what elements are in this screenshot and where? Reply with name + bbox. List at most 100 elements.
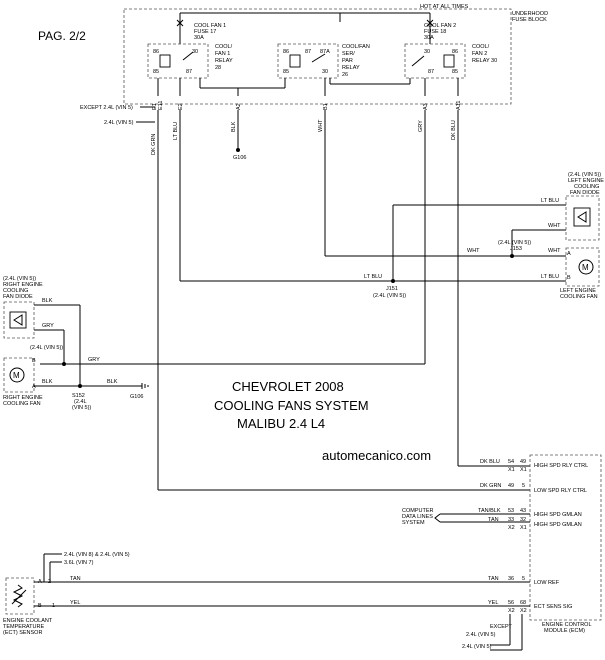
- svg-text:(2.4L: (2.4L: [74, 399, 87, 405]
- svg-text:GRY: GRY: [42, 323, 54, 329]
- note-vin5: 2.4L (VIN 5): [104, 120, 134, 126]
- svg-text:A11: A11: [456, 101, 462, 110]
- svg-text:ECT SENS SIG: ECT SENS SIG: [534, 604, 572, 610]
- svg-text:87: 87: [305, 49, 311, 55]
- fuse-block-name-2: FUSE BLOCK: [512, 17, 547, 23]
- title-line-1: CHEVROLET 2008: [232, 379, 344, 394]
- right-engine-cooling-fan: M B A RIGHT ENGINE COOLING FAN: [3, 357, 43, 407]
- svg-text:DK BLU: DK BLU: [480, 459, 500, 465]
- svg-text:BLK: BLK: [42, 298, 53, 304]
- right-engine-cooling-fan-diode: (2.4L (VIN 5)) RIGHT ENGINE COOLING FAN …: [3, 276, 43, 339]
- svg-text:LOW SPD RLY CTRL: LOW SPD RLY CTRL: [534, 488, 587, 494]
- svg-text:(2.4L (VIN 5)): (2.4L (VIN 5)): [3, 276, 36, 282]
- svg-text:LT BLU: LT BLU: [173, 122, 179, 140]
- svg-text:LT BLU: LT BLU: [364, 274, 382, 280]
- svg-text:26: 26: [342, 72, 348, 78]
- svg-text:RIGHT ENGINE: RIGHT ENGINE: [3, 282, 43, 288]
- svg-text:86: 86: [153, 49, 159, 55]
- svg-text:S152: S152: [72, 393, 85, 399]
- svg-text:LEFT ENGINE: LEFT ENGINE: [560, 288, 596, 294]
- svg-text:B: B: [567, 275, 571, 281]
- svg-text:TAN: TAN: [70, 576, 81, 582]
- right-fan-motor-icon: [9, 367, 25, 383]
- ground-symbol: [141, 383, 149, 389]
- svg-text:BLK: BLK: [42, 379, 53, 385]
- svg-text:2.4L (VIN 5): 2.4L (VIN 5): [462, 644, 492, 650]
- svg-text:BLK: BLK: [231, 121, 237, 132]
- left-engine-cooling-fan-diode: (2.4L (VIN 5)) LEFT ENGINE COOLING FAN D…: [565, 172, 604, 241]
- svg-text:49: 49: [508, 483, 514, 489]
- svg-text:87: 87: [186, 69, 192, 75]
- svg-text:WHT: WHT: [548, 223, 561, 229]
- svg-text:33: 33: [508, 517, 514, 523]
- fuse2-symbol: [426, 19, 434, 27]
- svg-text:COOL/: COOL/: [215, 44, 233, 50]
- svg-text:GRY: GRY: [88, 357, 100, 363]
- svg-text:(2.4L (VIN 5)): (2.4L (VIN 5)): [30, 345, 63, 351]
- right-diode-symbol: [13, 314, 23, 326]
- fuse-block-outline: [123, 8, 512, 105]
- relay3-switch: [411, 55, 425, 67]
- svg-text:3.6L (VIN 7): 3.6L (VIN 7): [64, 560, 94, 566]
- svg-text:RIGHT ENGINE: RIGHT ENGINE: [3, 395, 43, 401]
- svg-text:BLK: BLK: [107, 379, 118, 385]
- j151-label: J151: [386, 286, 398, 292]
- svg-text:5: 5: [522, 483, 525, 489]
- left-engine-cooling-fan: M A B LEFT ENGINE COOLING FAN: [560, 247, 600, 300]
- svg-text:HIGH SPD GMLAN: HIGH SPD GMLAN: [534, 512, 582, 518]
- svg-text:32: 32: [520, 517, 526, 523]
- svg-text:X1: X1: [520, 525, 527, 531]
- splice-s152: [78, 384, 82, 388]
- svg-text:56: 56: [508, 600, 514, 606]
- svg-text:LOW REF: LOW REF: [534, 580, 560, 586]
- svg-text:85: 85: [283, 69, 289, 75]
- svg-text:DATA LINES: DATA LINES: [402, 514, 433, 520]
- title-line-3: MALIBU 2.4 L4: [237, 416, 325, 431]
- fuse1-rating: 30A: [194, 35, 204, 41]
- underhood-fuse-block: HOT AT ALL TIMES UNDERHOOD FUSE BLOCK CO…: [123, 4, 548, 110]
- svg-text:X1: X1: [508, 467, 515, 473]
- svg-text:YEL: YEL: [70, 600, 80, 606]
- relay2-outline: [277, 43, 339, 79]
- svg-text:E11: E11: [158, 101, 164, 110]
- ground-label-top: G106: [233, 155, 246, 161]
- cool-fan-2-relay: 30 86 87 85 COOL/ FAN 2 RELAY 30: [404, 43, 497, 79]
- svg-text:FAN DIODE: FAN DIODE: [3, 294, 33, 300]
- svg-text:MODULE (ECM): MODULE (ECM): [544, 628, 585, 634]
- svg-text:COOLING FAN: COOLING FAN: [3, 401, 41, 407]
- relay1-outline: [147, 43, 209, 79]
- svg-text:E2: E2: [178, 103, 184, 110]
- svg-text:X1: X1: [520, 467, 527, 473]
- svg-text:ENGINE COOLANT: ENGINE COOLANT: [3, 618, 53, 624]
- svg-text:TAN: TAN: [488, 517, 499, 523]
- svg-text:FAN 1: FAN 1: [215, 51, 230, 57]
- svg-text:2.4L (VIN 8) & 2.4L (VIN 5): 2.4L (VIN 8) & 2.4L (VIN 5): [64, 552, 130, 558]
- watermark: automecanico.com: [322, 448, 431, 463]
- note-except-vin5: EXCEPT 2.4L (VIN 5): [80, 105, 133, 111]
- cool-fan-1-relay: 86 30 85 87 COOL/ FAN 1 RELAY 28: [147, 43, 233, 79]
- svg-text:(VIN 5)): (VIN 5)): [72, 405, 91, 411]
- svg-text:36: 36: [508, 576, 514, 582]
- svg-text:LEFT ENGINE: LEFT ENGINE: [568, 178, 604, 184]
- svg-text:TEMPERATURE: TEMPERATURE: [3, 624, 44, 630]
- left-fan-motor-icon: [578, 259, 594, 275]
- svg-text:A: A: [567, 251, 571, 257]
- svg-text:FAN 2: FAN 2: [472, 51, 487, 57]
- ecm-outline: [529, 454, 602, 621]
- svg-text:43: 43: [520, 508, 526, 514]
- svg-text:LT BLU: LT BLU: [541, 198, 559, 204]
- relay1-coil: [159, 54, 171, 68]
- svg-text:(ECT) SENSOR: (ECT) SENSOR: [3, 630, 42, 636]
- fuse2-label: COOL FAN 2: [424, 23, 456, 29]
- engine-control-module: ENGINE CONTROL MODULE (ECM) DK BLU 54 49…: [402, 454, 602, 651]
- svg-text:YEL: YEL: [488, 600, 498, 606]
- svg-text:5: 5: [522, 576, 525, 582]
- fuse1-symbol: [176, 19, 184, 27]
- svg-text:PAR: PAR: [342, 58, 353, 64]
- svg-text:COOLING: COOLING: [3, 288, 28, 294]
- title-line-2: COOLING FANS SYSTEM: [214, 398, 369, 413]
- svg-text:WHT: WHT: [467, 248, 480, 254]
- svg-text:FAN DIODE: FAN DIODE: [570, 190, 600, 196]
- svg-text:30: 30: [192, 49, 198, 55]
